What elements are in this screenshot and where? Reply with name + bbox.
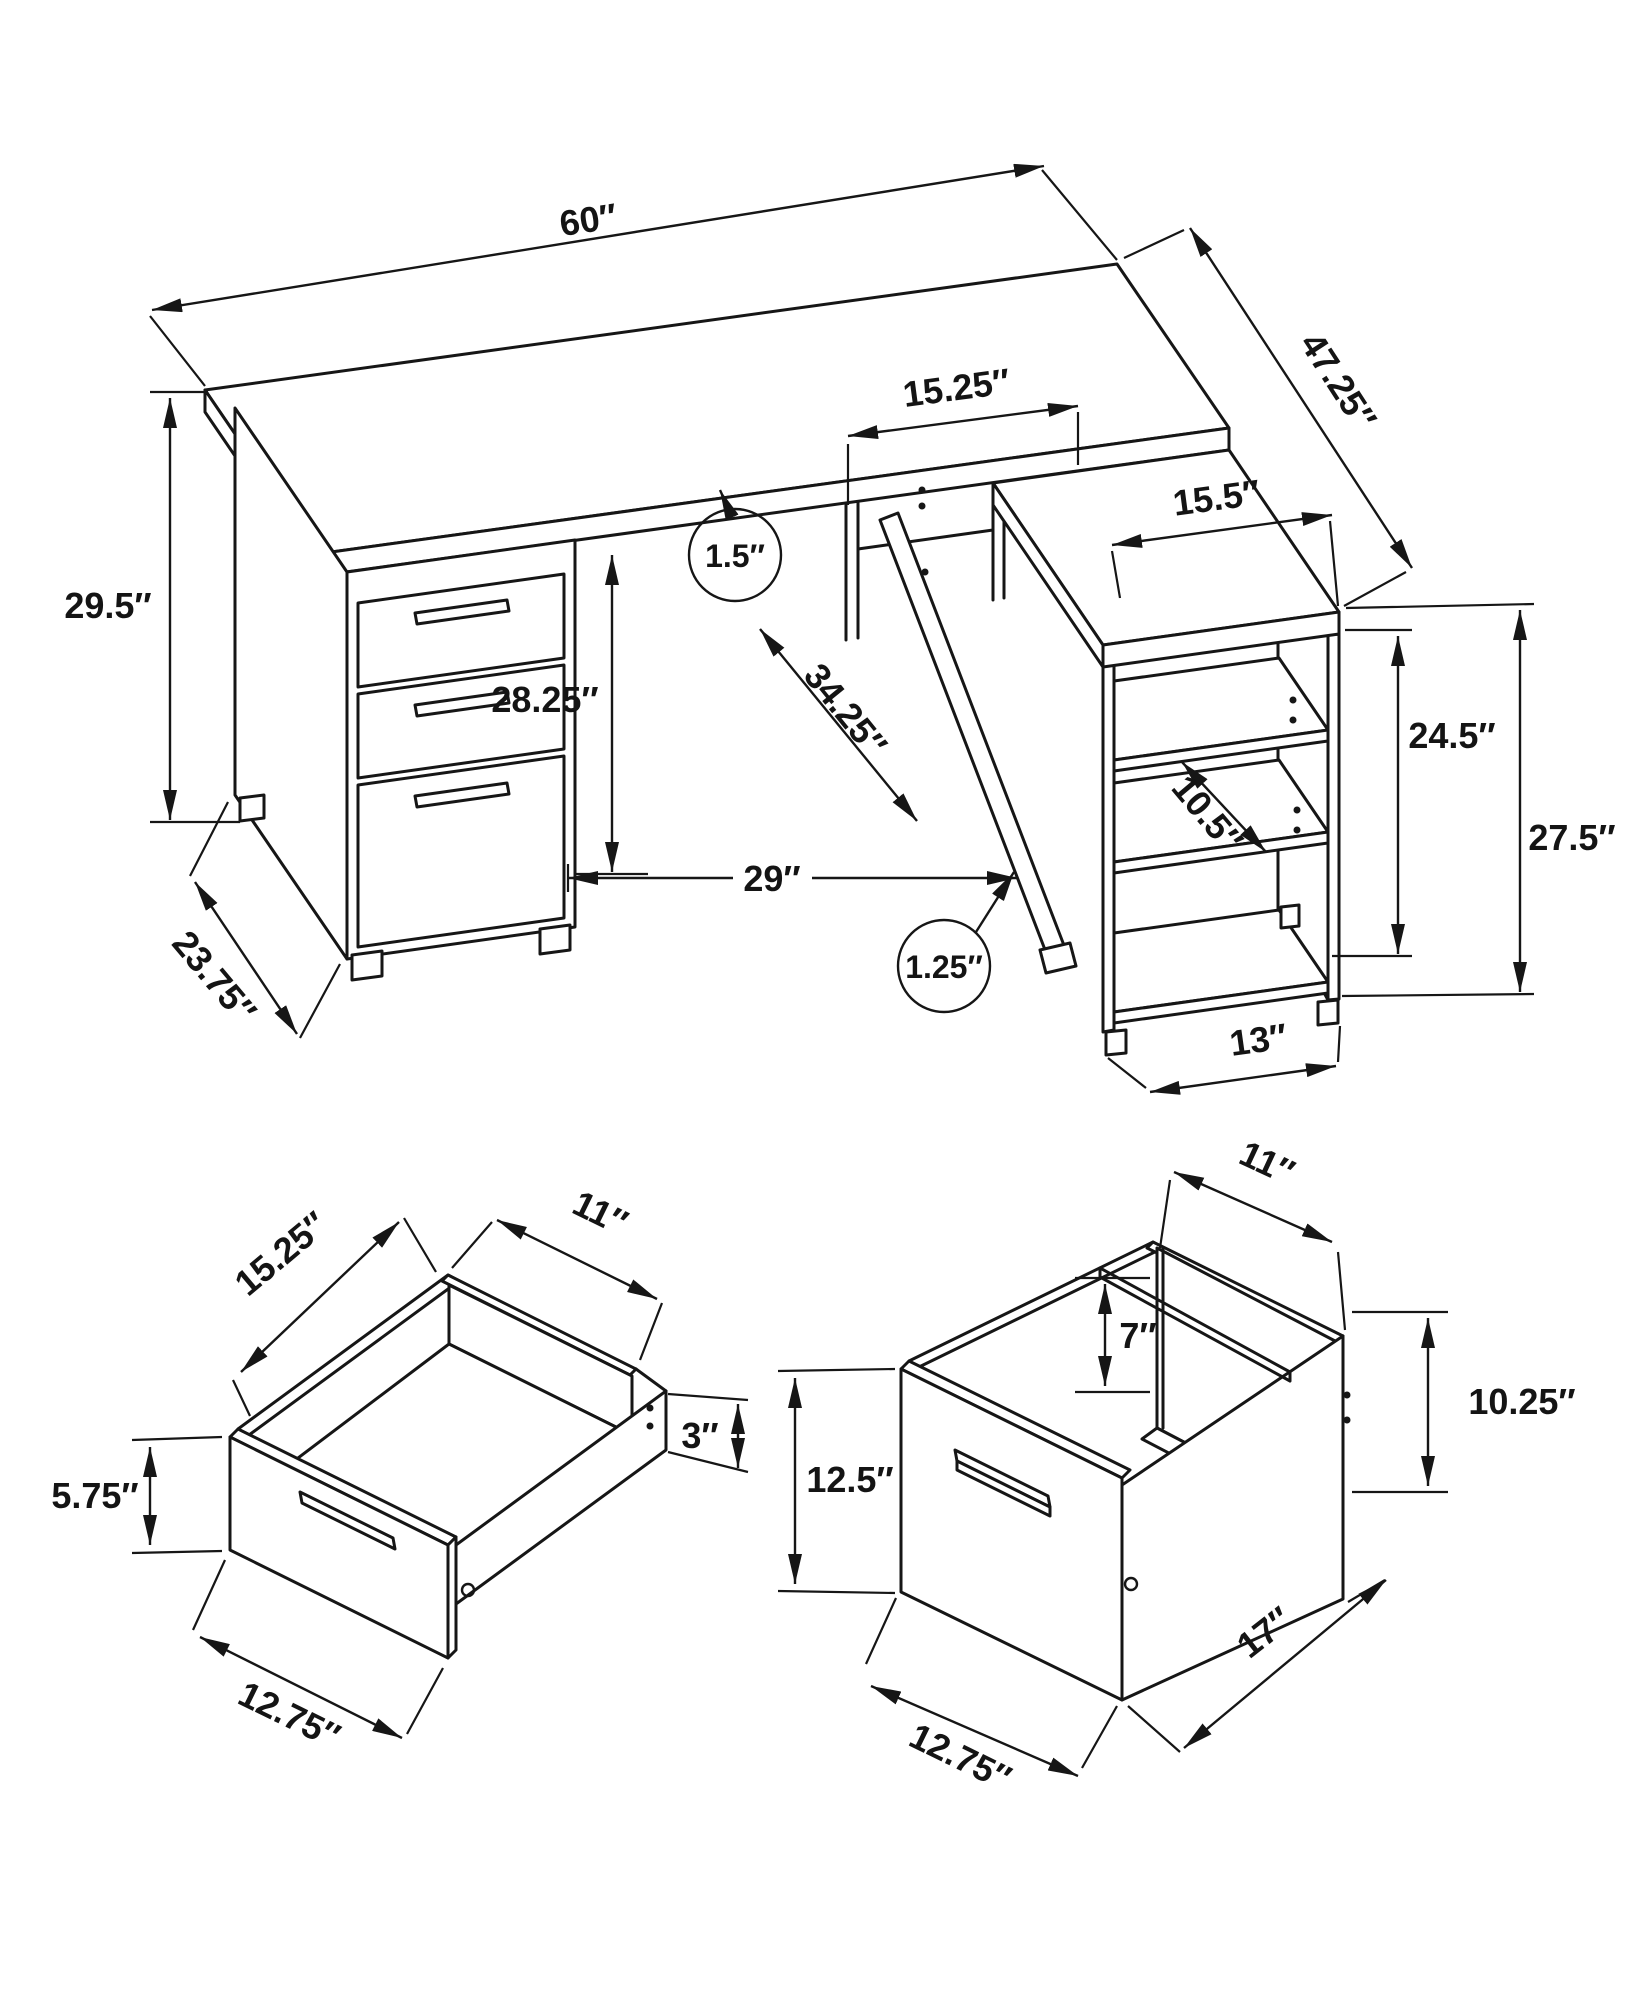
- bookcase-leg: [1316, 998, 1340, 1027]
- dim-file-drawer-width: 11″: [1234, 1132, 1301, 1193]
- pedestal-leg: [238, 793, 266, 823]
- dim-small-drawer-front-width: 12.75″: [232, 1673, 346, 1757]
- dim-small-drawer-width: 11″: [567, 1182, 635, 1243]
- bookcase-left-panel: [1101, 663, 1116, 1034]
- dim-angled-panel-length: 34.25″: [796, 656, 895, 765]
- small-drawer-handle: [298, 1490, 397, 1551]
- dim-file-drawer-front-width: 12.75″: [903, 1715, 1017, 1799]
- file-drawer-drawing: 11″ 7″ 10.25″ 12.5″ 17″ 12.75″: [777, 1132, 1576, 1799]
- dim-file-drawer-front-height: 12.5″: [806, 1459, 893, 1500]
- bookcase-leg: [1104, 1028, 1128, 1057]
- dim-small-drawer-back-height: 3″: [681, 1415, 718, 1456]
- dim-clearance-height: 28.25″: [491, 679, 598, 720]
- small-drawer-drawing: 15.25″ 11″ 3″ 5.75″ 12.75″: [51, 1182, 749, 1757]
- wing-top-face: [991, 448, 1341, 647]
- dim-file-drawer-back-height: 10.25″: [1468, 1381, 1575, 1422]
- dim-desktop-width: 60″: [557, 195, 620, 244]
- drawer-3: [356, 754, 566, 949]
- drawer-1: [356, 572, 566, 689]
- file-rail: [1098, 1266, 1292, 1383]
- dim-pedestal-depth: 23.75″: [164, 923, 264, 1032]
- dim-shelf-opening-height: 24.5″: [1408, 715, 1495, 756]
- desk-line-drawing: [203, 262, 1341, 1057]
- drawer-handle: [413, 690, 511, 718]
- dim-overall-height: 29.5″: [64, 585, 151, 626]
- drawer-handle: [413, 598, 511, 626]
- inner-support-panel: [844, 501, 860, 642]
- dim-bookcase-width: 13″: [1227, 1015, 1289, 1064]
- bookcase-right-front-edge: [1326, 632, 1341, 1002]
- dim-wing-height: 27.5″: [1528, 817, 1615, 858]
- dim-panel-thickness: 1.25″: [905, 949, 983, 985]
- bookcase-leg: [1279, 903, 1301, 930]
- dim-file-drawer-rail-height: 7″: [1119, 1315, 1156, 1356]
- pedestal-leg: [538, 923, 572, 956]
- dim-left-worksurface-width: 29″: [743, 858, 800, 899]
- dim-top-thickness: 1.5″: [705, 538, 765, 574]
- pedestal-front-face: [345, 538, 577, 961]
- dim-small-drawer-depth: 15.25″: [227, 1203, 336, 1303]
- drawer-2: [356, 663, 566, 780]
- dim-small-drawer-front-height: 5.75″: [51, 1475, 138, 1516]
- drawer-handle: [413, 781, 511, 809]
- pedestal-leg: [350, 949, 384, 982]
- dim-total-depth: 47.25″: [1292, 325, 1385, 437]
- angled-panel: [878, 511, 1072, 970]
- angled-panel-foot: [1038, 941, 1078, 975]
